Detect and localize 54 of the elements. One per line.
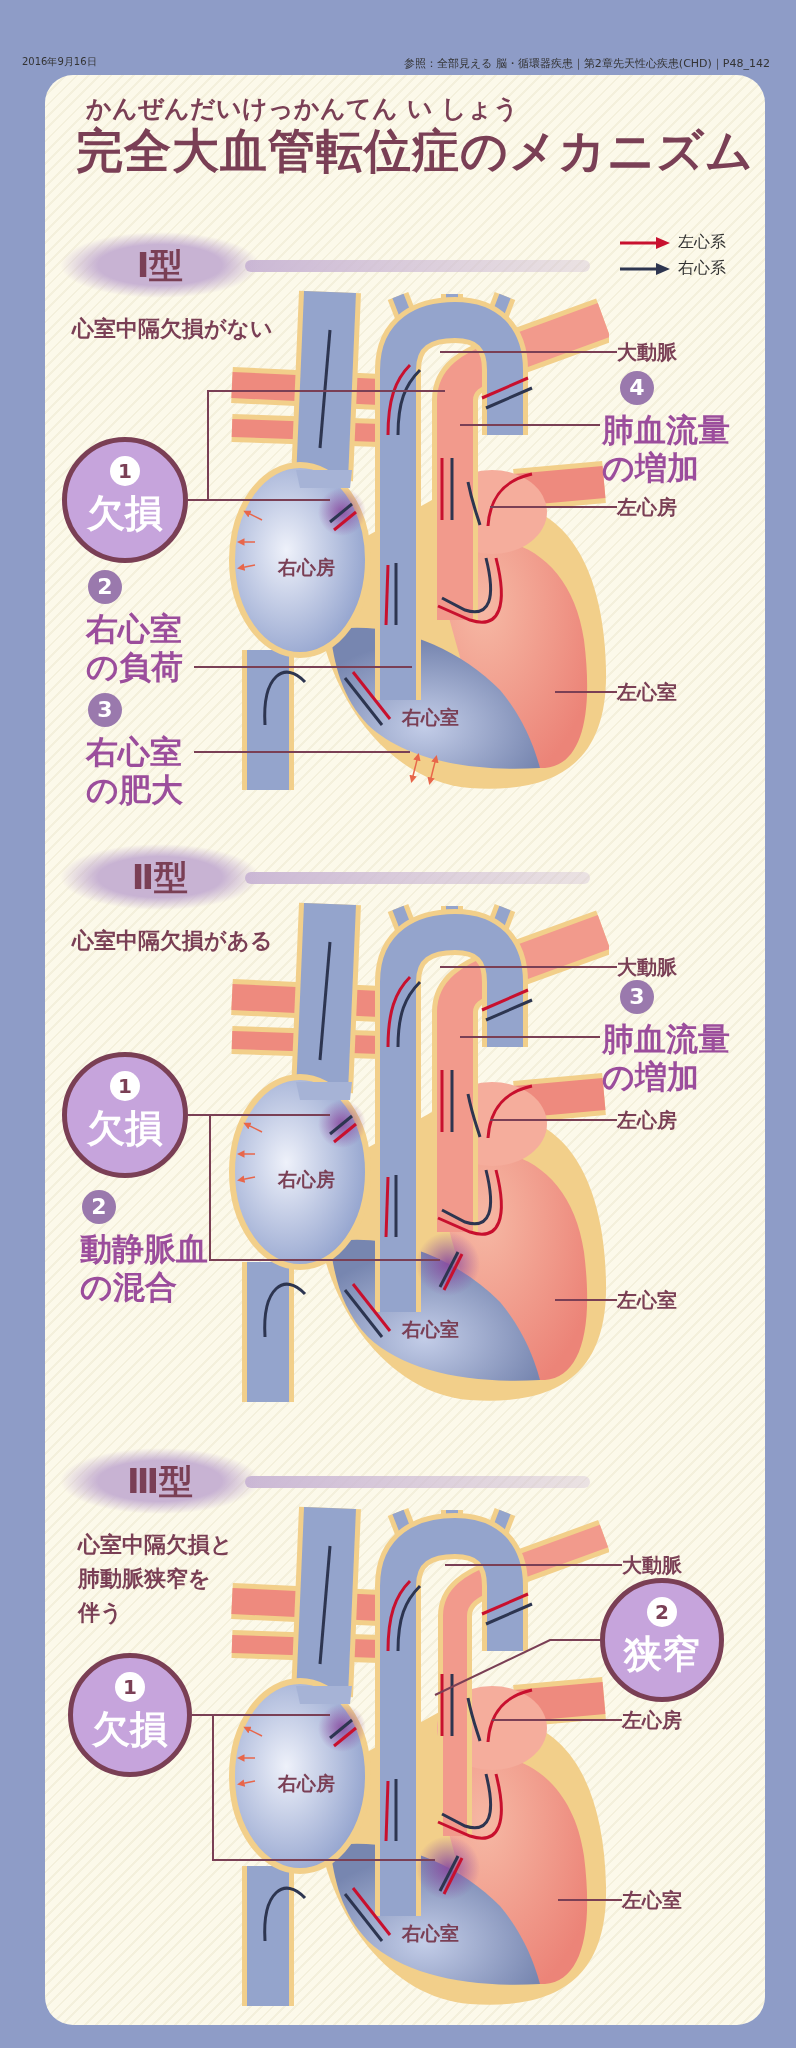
reference-text: 参照：全部見える 脳・循環器疾患｜第2章先天性心疾患(CHD)｜P48_142 (403, 56, 770, 71)
type-band: Ⅱ型 (60, 844, 260, 910)
part-label: 右心房 (278, 1167, 335, 1192)
part-label: 左心室 (617, 1285, 677, 1315)
callout-text: 右心室の負荷 (86, 610, 184, 686)
leader-line (489, 506, 618, 508)
callout-text: 右心室の肥大 (86, 733, 184, 809)
subtitle: 心室中隔欠損がない (72, 315, 273, 343)
leader-line (557, 1899, 623, 1901)
legend-text: 左心系 (678, 232, 726, 253)
part-label: 右心房 (278, 555, 335, 580)
leader-line (554, 1299, 618, 1301)
leader-line (491, 1719, 623, 1721)
legend-text: 右心系 (678, 258, 726, 279)
part-label: 大動脈 (622, 1550, 682, 1580)
leader-line (489, 1119, 618, 1121)
callout-text: 欠損 (91, 1706, 169, 1752)
callout-text: 動静脈血の混合 (80, 1230, 209, 1306)
number-badge: 1 (110, 1071, 140, 1101)
part-label: 左心房 (617, 492, 677, 522)
part-label: 右心室 (402, 705, 459, 730)
leader-line (434, 1639, 601, 1696)
leader-line (439, 351, 618, 353)
callout-text: 欠損 (86, 1105, 164, 1151)
date-text: 2016年9月16日 (22, 55, 97, 69)
leader-line (439, 966, 618, 968)
callout-text: 欠損 (86, 490, 164, 536)
subtitle: 心室中隔欠損がある (72, 927, 273, 955)
subtitle: 心室中隔欠損と肺動脈狭窄を伴う (78, 1531, 233, 1627)
number-badge: 1 (110, 456, 140, 486)
callout-text: 肺血流量の増加 (602, 1020, 731, 1096)
part-label: 左心房 (622, 1705, 682, 1735)
callout-text: 狭窄 (622, 1631, 701, 1677)
part-label: 左心房 (617, 1105, 677, 1135)
part-label: 左心室 (617, 677, 677, 707)
title-ruby: かんぜんだいけっかんてん い しょう (86, 93, 520, 125)
part-label: 右心室 (402, 1317, 459, 1342)
leader-line (187, 390, 446, 501)
leader-line (459, 1036, 601, 1038)
type-band: Ⅲ型 (60, 1448, 260, 1514)
callout-text: 肺血流量の増加 (602, 411, 731, 487)
leader-line (459, 424, 601, 426)
part-label: 右心房 (278, 1771, 335, 1796)
title: 完全大血管転位症のメカニズム (76, 122, 754, 180)
number-badge: 1 (115, 1672, 145, 1702)
type-band: Ⅰ型 (60, 232, 260, 298)
leader-line (193, 666, 413, 668)
leader-line (444, 1564, 623, 1566)
number-badge: 2 (647, 1597, 677, 1627)
leader-line (193, 751, 411, 753)
part-label: 大動脈 (617, 337, 677, 367)
part-label: 右心室 (402, 1921, 459, 1946)
part-label: 大動脈 (617, 952, 677, 982)
part-label: 左心室 (622, 1885, 682, 1915)
